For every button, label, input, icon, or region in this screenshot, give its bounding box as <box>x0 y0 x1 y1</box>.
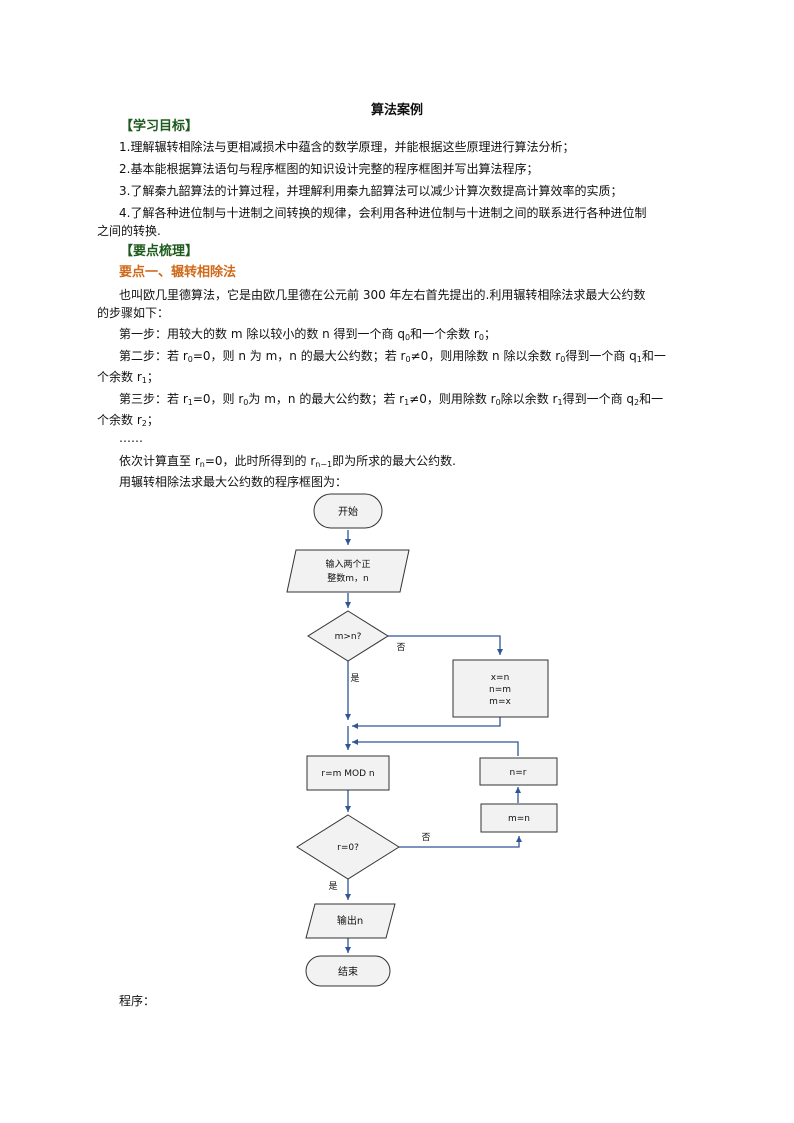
mod-label: r=m MOD n <box>321 769 374 779</box>
cond2-yes-label: 是 <box>328 881 337 892</box>
output-parallelogram <box>305 903 396 939</box>
continue-line: 依次计算直至 rn=0，此时所得到的 rn−1即为所求的最大公约数. <box>119 454 456 469</box>
assign-m-label: m=n <box>508 814 530 824</box>
key-points-header: 【要点梳理】 <box>120 244 199 259</box>
intro-line-1: 也叫欧几里德算法，它是由欧几里德在公元前 300 年左右首先提出的.利用辗转相除… <box>119 288 646 302</box>
cond1-yes-label: 是 <box>350 673 359 684</box>
assign-n-box <box>479 757 558 786</box>
cond2-diamond <box>296 814 400 880</box>
learning-goals-header: 【学习目标】 <box>120 119 199 134</box>
output-label: 输出n <box>337 914 363 927</box>
flow-shapes <box>286 493 558 987</box>
assign-n-label: n=r <box>510 768 527 778</box>
arrow-loop-return <box>352 739 519 756</box>
step-3-cont: 个余数 r2； <box>97 413 159 428</box>
swap-label-1: x=n <box>491 673 510 683</box>
flowchart-intro: 用辗转相除法求最大公约数的程序框图为： <box>119 475 348 489</box>
start-terminal <box>313 493 383 529</box>
arrow-swap-return <box>352 717 501 729</box>
swap-label-2: n=m <box>489 685 511 695</box>
input-parallelogram <box>286 549 410 593</box>
step-2: 第二步：若 r0=0，则 n 为 m，n 的最大公约数；若 r0≠0，则用除数 … <box>119 349 666 364</box>
start-label: 开始 <box>338 505 358 518</box>
cond1-no-label: 否 <box>396 642 405 653</box>
cond1-diamond <box>307 610 389 662</box>
intro-line-2: 的步骤如下： <box>97 306 170 320</box>
program-label: 程序： <box>119 994 156 1008</box>
step-3: 第三步：若 r1=0，则 r0为 m，n 的最大公约数；若 r1≠0，则用除数 … <box>119 392 664 407</box>
goal-item-4-cont: 之间的转换. <box>97 224 161 238</box>
swap-box <box>452 659 549 718</box>
flow-connectors <box>345 530 522 953</box>
arrow-cond1-no <box>388 635 503 655</box>
swap-label-3: m=x <box>489 697 511 707</box>
mod-box <box>306 755 390 791</box>
input-label-1: 输入两个正 <box>325 558 370 570</box>
cond2-no-label: 否 <box>421 832 430 843</box>
end-label: 结束 <box>338 965 358 978</box>
step-1: 第一步：用较大的数 m 除以较小的数 n 得到一个商 q0和一个余数 r0； <box>119 327 496 342</box>
ellipsis: …… <box>119 431 143 445</box>
page-title: 算法案例 <box>370 103 423 118</box>
assign-m-box <box>480 803 558 833</box>
goal-item-2: 2.基本能根据算法语句与程序框图的知识设计完整的程序框图并写出算法程序； <box>119 162 539 176</box>
cond2-label: r=0? <box>337 843 359 853</box>
cond1-label: m>n? <box>335 632 362 642</box>
input-label-2: 整数m，n <box>327 572 368 584</box>
arrow-cond2-no <box>399 836 522 848</box>
goal-item-1: 1.理解辗转相除法与更相减损术中蕴含的数学原理，并能根据这些原理进行算法分析； <box>119 140 575 154</box>
goal-item-3: 3.了解秦九韶算法的计算过程，并理解利用秦九韶算法可以减少计算次数提高计算效率的… <box>119 184 623 198</box>
step-2-cont: 个余数 r1； <box>97 370 159 385</box>
key-point-1-title: 要点一、辗转相除法 <box>119 265 237 280</box>
goal-item-4: 4.了解各种进位制与十进制之间转换的规律，会利用各种进位制与十进制之间的联系进行… <box>119 206 647 220</box>
end-terminal <box>305 955 391 987</box>
